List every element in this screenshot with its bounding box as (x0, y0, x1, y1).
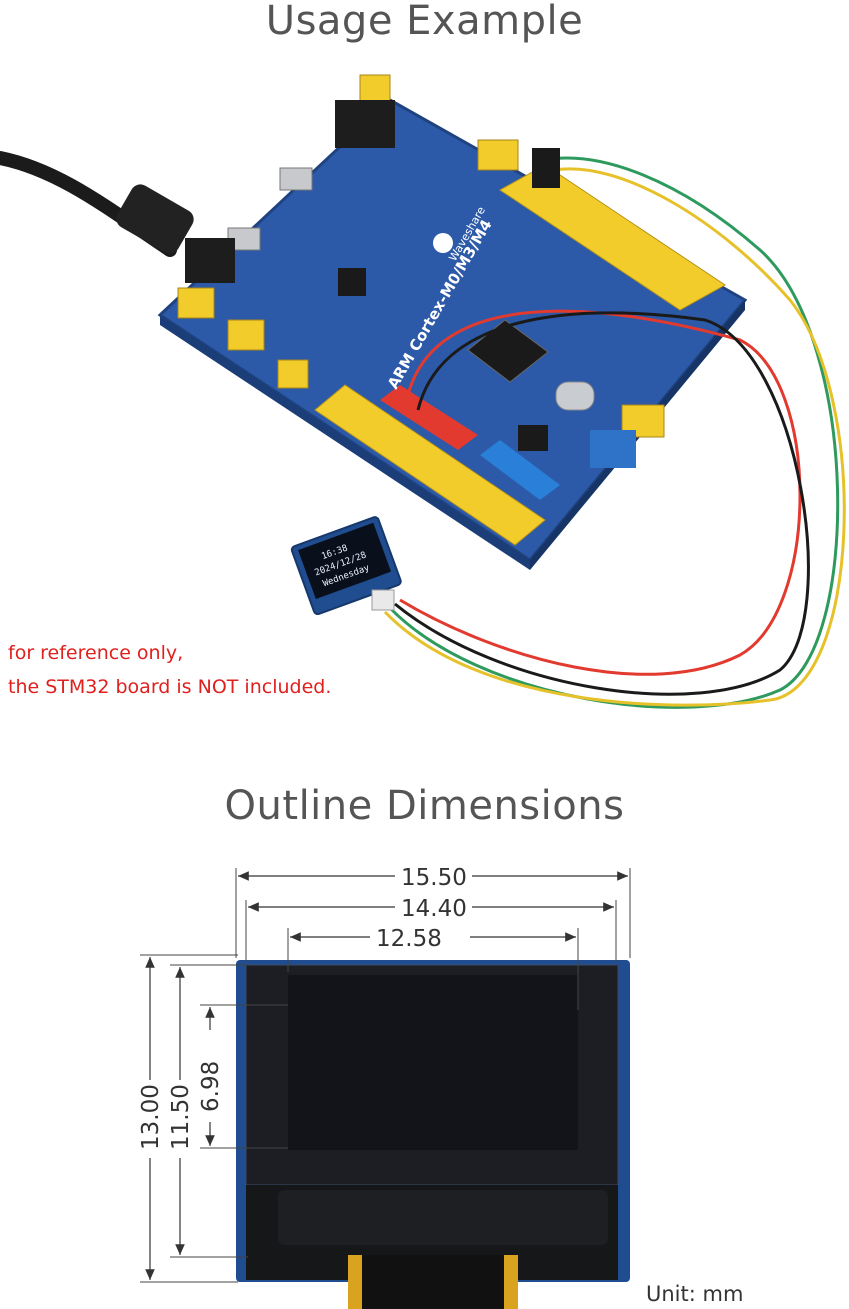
extension-lines (140, 868, 631, 1283)
jumper-2 (227, 319, 265, 351)
bottom-header-pins (314, 384, 546, 546)
dim-outer-height: 13.00 (138, 1084, 164, 1150)
reference-note-line-2: the STM32 board is NOT included. (8, 676, 332, 698)
blue-header (480, 440, 560, 500)
flex-cable-inner (362, 1255, 504, 1309)
crystal (555, 381, 595, 411)
dim-active-width: 12.58 (376, 926, 442, 952)
usage-example-heading: Usage Example (265, 0, 584, 44)
dim-inner-width: 14.40 (401, 896, 467, 922)
wire-yellow (383, 167, 846, 707)
dim-inner-height: 11.50 (168, 1084, 194, 1150)
dim-outer-width: 15.50 (401, 865, 467, 891)
board-logo (433, 233, 453, 253)
module-pcb (236, 960, 630, 1282)
jumper-3 (277, 359, 309, 389)
jumper-4 (477, 139, 519, 171)
wire-black (394, 311, 810, 696)
power-plug (116, 184, 194, 254)
jumper-1 (177, 287, 215, 319)
usage-example-illustration: Waveshare ARM Cortex-M0/M3/M4 16:38 2024… (0, 74, 846, 709)
oled-connector (371, 589, 395, 611)
small-chip-2 (518, 425, 548, 451)
flex-cable (348, 1255, 518, 1309)
stm32-board: Waveshare ARM Cortex-M0/M3/M4 (157, 74, 748, 570)
jumper-wires (383, 156, 846, 709)
wire-connector-top (532, 148, 560, 188)
module-fpc-bar (278, 1190, 608, 1245)
top-header-pins (499, 164, 726, 311)
module-glass (245, 964, 619, 1186)
red-header (380, 385, 478, 450)
module-active-area (288, 975, 578, 1150)
dc-jack (185, 238, 235, 283)
blue-module (590, 430, 636, 468)
outline-dimensions-heading: Outline Dimensions (224, 783, 625, 829)
usb-port-1 (279, 167, 313, 191)
reference-note-line-1: for reference only, (8, 642, 184, 664)
dim-active-height: 6.98 (198, 1061, 224, 1112)
small-chip-1 (338, 268, 366, 296)
unit-label: Unit: mm (646, 1282, 744, 1306)
module-fpc-area (246, 1185, 618, 1280)
box-connector (335, 100, 395, 148)
